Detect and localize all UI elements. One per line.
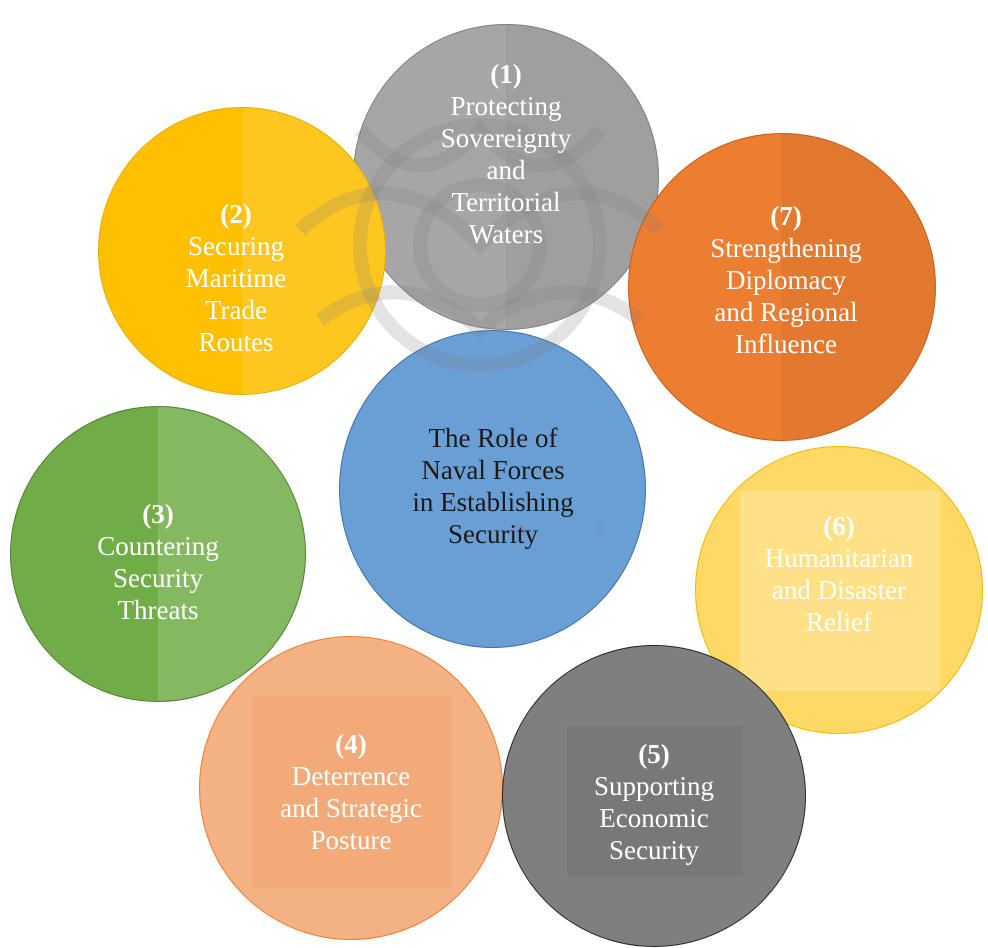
- node-3-circle: [10, 406, 306, 702]
- node-7-label: (7) Strengthening Diplomacy and Regional…: [686, 200, 886, 360]
- node-6-number: (6): [823, 511, 855, 541]
- node-4-label: (4) Deterrence and Strategic Posture: [251, 728, 451, 856]
- node-1-number: (1): [490, 59, 522, 89]
- center-line: in Establishing: [412, 487, 574, 517]
- node-4-number: (4): [335, 729, 367, 759]
- center-line: Naval Forces: [421, 455, 565, 485]
- node-1-line: Territorial: [451, 187, 561, 217]
- node-1-line: and: [486, 155, 526, 185]
- center-line: The Role of: [428, 423, 558, 453]
- node-5-circle: [502, 645, 806, 947]
- node-1-label: (1) Protecting Sovereignty and Territori…: [406, 58, 606, 250]
- node-6-line: Relief: [806, 607, 872, 637]
- node-1-circle: [353, 24, 659, 330]
- node-7-line: Diplomacy: [726, 265, 846, 295]
- node-3-label: (3) Countering Security Threats: [58, 498, 258, 626]
- node-2-number: (2): [220, 199, 252, 229]
- node-7-circle: [628, 133, 936, 441]
- node-3-line: Security: [113, 563, 203, 593]
- center-label: The Role of Naval Forces in Establishing…: [393, 422, 593, 550]
- node-4-line: Posture: [310, 825, 392, 855]
- node-4-circle: [199, 636, 503, 940]
- node-3-number: (3): [142, 499, 174, 529]
- node-5-line: Economic: [599, 803, 709, 833]
- center-line: Security: [448, 519, 538, 549]
- node-6-line: and Disaster: [771, 575, 907, 605]
- node-5-line: Security: [609, 835, 699, 865]
- node-3-line: Countering: [97, 531, 219, 561]
- node-5-line: Supporting: [593, 771, 714, 801]
- node-5-label: (5) Supporting Economic Security: [554, 738, 754, 866]
- node-2-line: Trade: [204, 295, 267, 325]
- node-6-line: Humanitarian: [764, 543, 914, 573]
- node-2-line: Securing: [188, 231, 284, 261]
- node-3-line: Threats: [117, 595, 199, 625]
- node-2-label: (2) Securing Maritime Trade Routes: [136, 198, 336, 358]
- node-4-line: and Strategic: [280, 793, 422, 823]
- node-7-line: and Regional: [714, 297, 858, 327]
- node-1-line: Protecting: [450, 91, 562, 121]
- node-2-circle: [98, 107, 386, 395]
- node-1-line: Sovereignty: [440, 123, 572, 153]
- node-7-number: (7): [770, 201, 802, 231]
- node-5-number: (5): [638, 739, 670, 769]
- node-4-line: Deterrence: [291, 761, 411, 791]
- node-6-label: (6) Humanitarian and Disaster Relief: [739, 510, 939, 638]
- node-2-line: Maritime: [185, 263, 287, 293]
- node-2-line: Routes: [198, 327, 274, 357]
- node-1-line: Waters: [468, 219, 544, 249]
- center-circle: [339, 330, 646, 648]
- node-7-line: Strengthening: [710, 233, 862, 263]
- node-7-line: Influence: [735, 329, 837, 359]
